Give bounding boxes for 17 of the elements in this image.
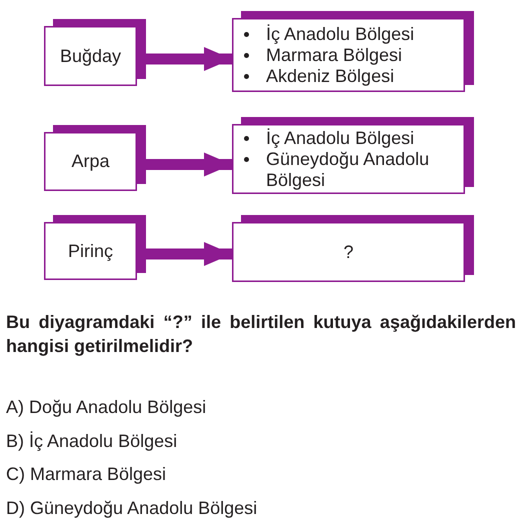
question-text: Bu diyagramdaki “?” ile belirtilen kutuya aşağıdakilerden hangisi getirilmelidir? [6, 311, 516, 358]
arrow [146, 242, 232, 266]
node-label: Pirinç [68, 240, 113, 262]
node-label: ? [343, 242, 354, 262]
arrow [146, 47, 232, 71]
list-item: İç Anadolu Bölgesi [266, 128, 414, 148]
list-item: Güneydoğu Anadolu Bölgesi [266, 148, 430, 190]
answer-option: A) Doğu Anadolu Bölgesi [6, 397, 206, 418]
list-item: Akdeniz Bölgesi [266, 66, 394, 86]
answer-option: C) Marmara Bölgesi [6, 464, 166, 485]
list-item: İç Anadolu Bölgesi [266, 24, 414, 44]
list-item: Marmara Bölgesi [266, 44, 402, 64]
answer-option: D) Güneydoğu Anadolu Bölgesi [6, 498, 258, 518]
node-label: Arpa [71, 151, 110, 172]
node-label: Buğday [60, 46, 122, 66]
arrow [146, 152, 232, 176]
answer-option: B) İç Anadolu Bölgesi [6, 430, 178, 452]
